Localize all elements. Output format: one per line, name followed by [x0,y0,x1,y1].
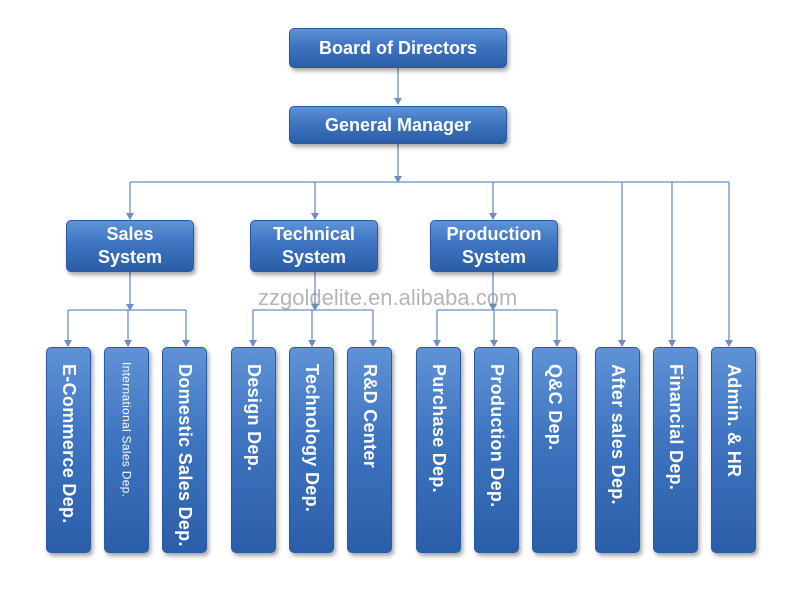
ecommerce-dep-box[interactable]: E-Commerce Dep. [46,347,91,553]
ecommerce-dep-label: E-Commerce Dep. [59,364,79,524]
technical-system-box[interactable]: Technical System [250,220,378,272]
rd-center-box[interactable]: R&D Center [347,347,392,553]
general-manager-label: General Manager [324,114,472,135]
purchase-dep-box[interactable]: Purchase Dep. [416,347,461,553]
board-of-directors-label: Board of Directors [318,37,478,58]
technology-dep-box[interactable]: Technology Dep. [289,347,334,553]
rd-center-label: R&D Center [360,364,380,469]
board-of-directors-box[interactable]: Board of Directors [289,28,507,68]
purchase-dep-label: Purchase Dep. [429,364,449,493]
watermark: zzgoldelite.en.alibaba.com [258,285,518,310]
production-dep-box[interactable]: Production Dep. [474,347,519,553]
admin-hr-box[interactable]: Admin. & HR [711,347,756,553]
qc-dep-label: Q&C Dep. [545,364,565,451]
production-dep-label: Production Dep. [487,364,507,508]
after-sales-dep-label: After sales Dep. [608,364,628,505]
qc-dep-box[interactable]: Q&C Dep. [532,347,577,553]
technical-system-label: Technical System [273,224,355,267]
production-system-box[interactable]: Production System [430,220,558,272]
financial-dep-box[interactable]: Financial Dep. [653,347,698,553]
technology-dep-label: Technology Dep. [302,364,322,513]
design-dep-label: Design Dep. [244,364,264,472]
sales-system-label: Sales System [97,224,163,267]
after-sales-dep-box[interactable]: After sales Dep. [595,347,640,553]
production-system-label: Production System [446,224,542,267]
domestic-sales-dep-box[interactable]: Domestic Sales Dep. [162,347,207,553]
domestic-sales-dep-label: Domestic Sales Dep. [175,364,195,547]
international-sales-dep-label: International Sales Dep. [119,362,134,498]
financial-dep-label: Financial Dep. [666,364,686,491]
international-sales-dep-box[interactable]: International Sales Dep. [104,347,149,553]
sales-system-box[interactable]: Sales System [66,220,194,272]
general-manager-box[interactable]: General Manager [289,106,507,144]
admin-hr-label: Admin. & HR [724,364,744,478]
design-dep-box[interactable]: Design Dep. [231,347,276,553]
